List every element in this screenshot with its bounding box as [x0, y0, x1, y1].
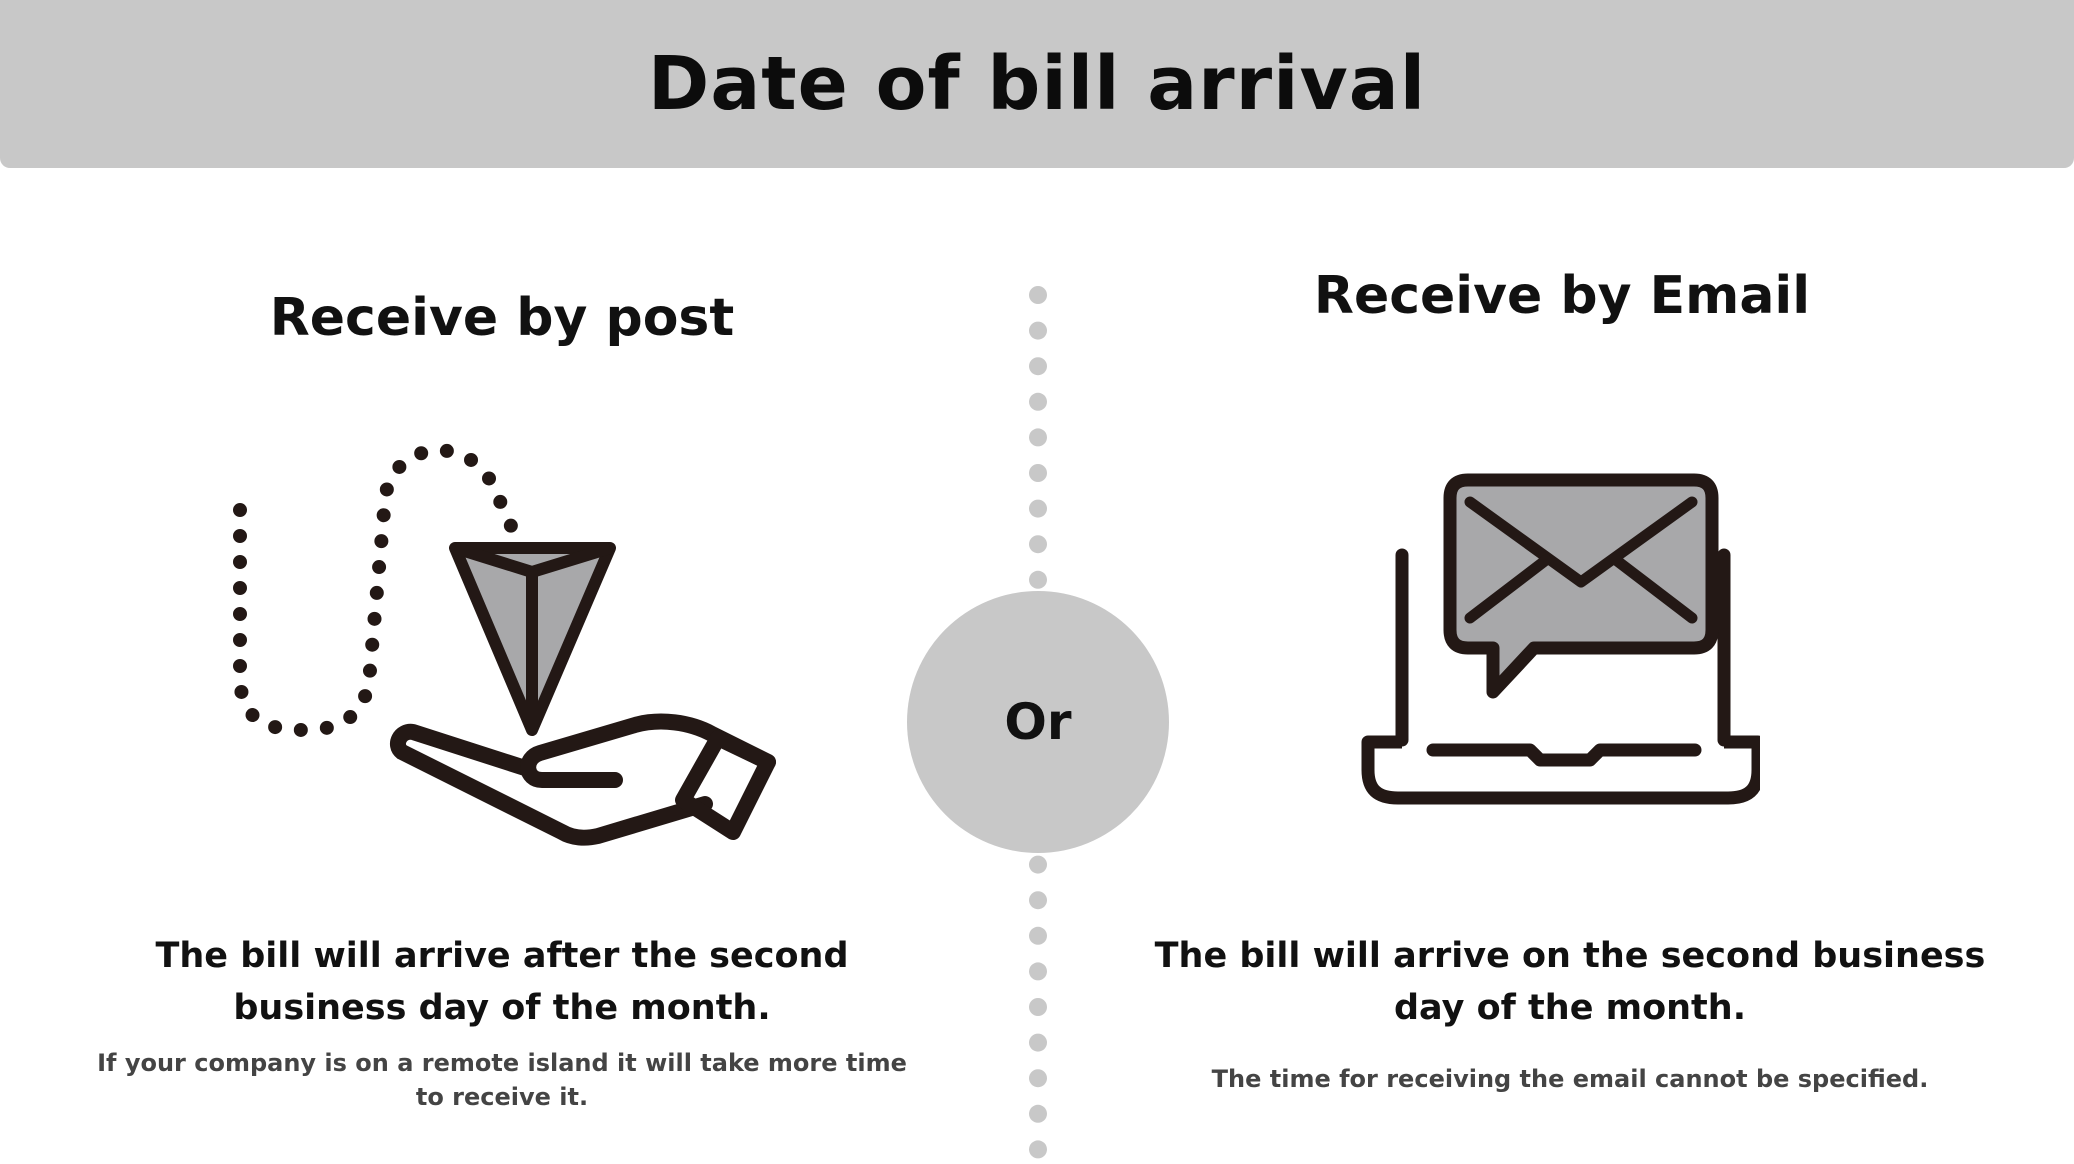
or-label: Or: [1004, 693, 1072, 751]
email-heading: Receive by Email: [1313, 266, 1811, 326]
header-banner: Date of bill arrival: [0, 0, 2074, 168]
or-circle: Or: [907, 591, 1169, 853]
paper-plane-hand-icon: [220, 420, 800, 860]
post-arrival-text: The bill will arrive after the second bu…: [155, 936, 849, 1028]
email-note-text: The time for receiving the email cannot …: [1211, 1065, 1929, 1093]
laptop-email-icon: [1360, 470, 1765, 810]
email-arrival-text: The bill will arrive on the second busin…: [1154, 936, 1986, 1028]
page-title: Date of bill arrival: [647, 41, 1427, 127]
post-heading: Receive by post: [269, 288, 735, 348]
post-note-text: If your company is on a remote island it…: [97, 1049, 907, 1111]
